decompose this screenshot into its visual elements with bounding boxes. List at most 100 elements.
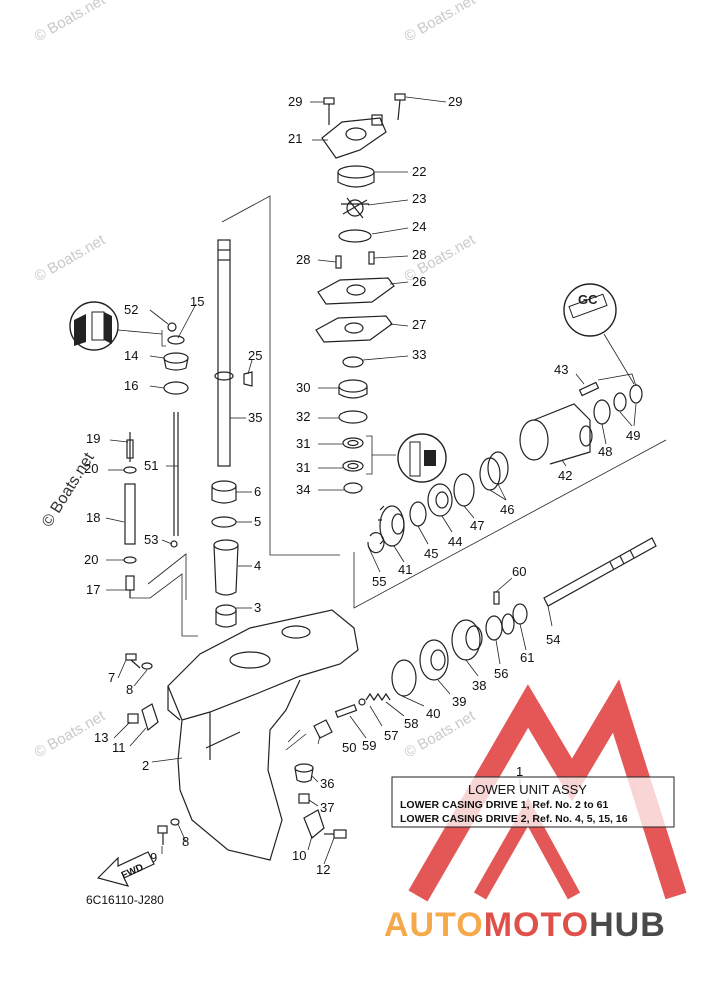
- callout: 60: [512, 564, 526, 579]
- callout: 24: [412, 219, 426, 234]
- callout: 18: [86, 510, 100, 525]
- clutch-56: [485, 613, 515, 641]
- callout: 21: [288, 131, 302, 146]
- callout: 26: [412, 274, 426, 289]
- shift-rod-boot-14: [163, 352, 189, 371]
- shift-rod-18: [124, 483, 136, 545]
- o-ring-46: [479, 451, 509, 491]
- shift-rod-lower-17: [125, 575, 135, 598]
- oil-seal-housing-30: [338, 379, 368, 399]
- drive-shaft-35: [214, 239, 234, 467]
- nut-13: [127, 713, 139, 724]
- brand-wordmark: AUTOMOTOHUB: [384, 906, 666, 944]
- info-box-title: LOWER UNIT ASSY: [468, 782, 587, 797]
- oil-seal-49-a: [613, 392, 627, 412]
- callout: 14: [124, 348, 138, 363]
- o-ring-32: [338, 410, 368, 424]
- shift-rod-parts: [123, 322, 198, 637]
- callout: 51: [144, 458, 158, 473]
- circlip-20-lower: [123, 556, 137, 564]
- callout: 9: [150, 850, 157, 865]
- loctite-icon: [397, 433, 447, 483]
- callout: 56: [494, 666, 508, 681]
- callout: 2: [142, 758, 149, 773]
- bearing-36: [294, 763, 314, 783]
- lower-casing-2: [167, 609, 359, 861]
- water-pump-parts: [315, 93, 406, 494]
- spring-57: [365, 692, 391, 702]
- callout: 61: [520, 650, 534, 665]
- plate-11: [141, 703, 159, 732]
- pin-28-left: [335, 255, 342, 269]
- bearing-44: [427, 483, 453, 517]
- shift-rod-upper-19: [126, 432, 134, 462]
- shim-40: [391, 659, 417, 697]
- svg-text:AUTOMOTOHUB: AUTOMOTOHUB: [384, 906, 666, 944]
- impeller-23: [341, 197, 369, 219]
- callout: 58: [404, 716, 418, 731]
- callout: 8: [182, 834, 189, 849]
- callout: 23: [412, 191, 426, 206]
- callout: 32: [296, 409, 310, 424]
- o-ring-16: [163, 381, 189, 395]
- callout: 20: [84, 461, 98, 476]
- callout: 8: [126, 682, 133, 697]
- insert-cartridge-22: [337, 165, 375, 188]
- callout: 38: [472, 678, 486, 693]
- callout: 55: [372, 574, 386, 589]
- spring-61: [512, 603, 528, 625]
- callout: 1: [516, 764, 523, 779]
- circlip-55: [367, 532, 385, 554]
- circlip-52: [167, 322, 177, 332]
- oil-seal-49-b: [629, 384, 643, 404]
- o-ring-47: [453, 473, 475, 507]
- nut-37: [298, 793, 310, 804]
- shift-plunger-59: [334, 703, 358, 719]
- callout: 47: [470, 518, 484, 533]
- shift-rod-51: [173, 412, 179, 536]
- callout: 25: [248, 348, 262, 363]
- callout: 5: [254, 514, 261, 529]
- fwd-arrow-icon: FWD: [96, 851, 155, 887]
- callout: 27: [412, 317, 426, 332]
- gasket-34: [343, 482, 363, 494]
- callout: 13: [94, 730, 108, 745]
- info-box-line1: LOWER CASING DRIVE 1, Ref. No. 2 to 61: [400, 799, 608, 811]
- callout: 54: [546, 632, 560, 647]
- callout: 46: [500, 502, 514, 517]
- anode-10: [303, 809, 325, 839]
- callout: 6: [254, 484, 261, 499]
- callout: 17: [86, 582, 100, 597]
- bolt-12: [324, 829, 347, 839]
- callout: 34: [296, 482, 310, 497]
- callout: 49: [626, 428, 640, 443]
- key-25: [243, 371, 253, 387]
- casing-hardware: [125, 653, 347, 845]
- callout: 52: [124, 302, 138, 317]
- callout: 10: [292, 848, 306, 863]
- bearing-3: [215, 604, 237, 628]
- callout: 19: [86, 431, 100, 446]
- oil-seal-31-upper: [342, 437, 364, 449]
- callout: 45: [424, 546, 438, 561]
- pin-28-right: [368, 251, 375, 265]
- bolt-9: [157, 825, 168, 845]
- watermarks: © Boats.net © Boats.net © Boats.net © Bo…: [32, 0, 479, 761]
- shift-plunger-parts: [285, 692, 391, 804]
- callout: 50: [342, 740, 356, 755]
- forward-gear-38: [451, 619, 483, 661]
- brand-part-2: MOTO: [484, 906, 589, 944]
- shift-cam-50: [313, 719, 333, 739]
- callout: 43: [554, 362, 568, 377]
- bearing-39: [419, 639, 449, 681]
- bearing-48: [593, 399, 611, 425]
- bolt-7: [125, 653, 141, 669]
- watermark: © Boats.net: [402, 0, 479, 45]
- brand-part-1: AUTO: [384, 906, 484, 944]
- watermark: © Boats.net: [32, 231, 109, 285]
- callout: 33: [412, 347, 426, 362]
- callout: 15: [190, 294, 204, 309]
- washer-8-lower: [170, 818, 180, 826]
- callout: 29: [448, 94, 462, 109]
- callout: 29: [288, 94, 302, 109]
